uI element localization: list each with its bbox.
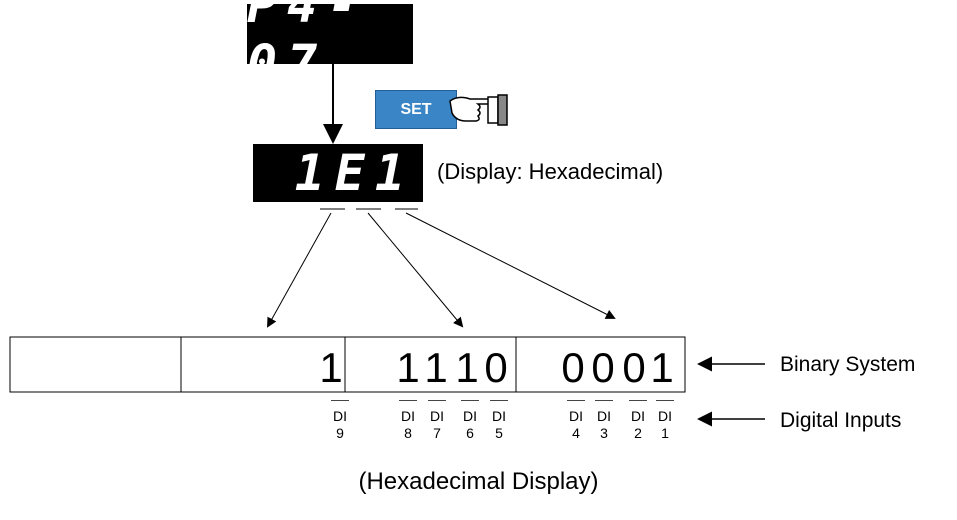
di-label: DI <box>492 408 506 424</box>
di-number: 2 <box>634 425 642 441</box>
di-label: DI <box>463 408 477 424</box>
di-number: 7 <box>433 425 441 441</box>
di-label: DI <box>658 408 672 424</box>
parameter-display: P4-07 <box>247 0 413 92</box>
di-number: 3 <box>600 425 608 441</box>
di-label: DI <box>569 408 583 424</box>
arrow-to-group-1 <box>267 212 332 328</box>
di-number: 9 <box>336 425 344 441</box>
figure-caption: (Hexadecimal Display) <box>358 468 599 495</box>
binary-digit: 1 <box>319 344 343 391</box>
di-label: DI <box>401 408 415 424</box>
di-label: DI <box>631 408 645 424</box>
di-number: 8 <box>404 425 412 441</box>
di-number: 1 <box>661 425 669 441</box>
binary-digit: 1 <box>650 344 674 391</box>
binary-digit: 0 <box>484 344 508 391</box>
arrow-to-group-3 <box>405 212 616 319</box>
binary-digit: 1 <box>455 344 479 391</box>
hex-label: (Display: Hexadecimal) <box>437 159 664 184</box>
di-number: 6 <box>466 425 474 441</box>
di-number: 5 <box>495 425 503 441</box>
binary-table <box>9 336 686 393</box>
di-number: 4 <box>572 425 580 441</box>
pointing-hand-icon <box>449 94 508 126</box>
di-label: DI <box>333 408 347 424</box>
binary-digit: 1 <box>424 344 448 391</box>
di-label: DI <box>430 408 444 424</box>
binary-digit: 0 <box>561 344 585 391</box>
set-button[interactable]: SET <box>375 90 457 129</box>
binary-digit: 0 <box>622 344 646 391</box>
hex-value-display: 1E1 <box>253 144 423 202</box>
digital-inputs-label: Digital Inputs <box>780 409 902 432</box>
binary-system-label: Binary System <box>780 353 916 376</box>
arrow-to-group-2 <box>367 212 464 328</box>
di-label: DI <box>597 408 611 424</box>
binary-digit: 1 <box>396 344 420 391</box>
binary-digit: 0 <box>591 344 615 391</box>
